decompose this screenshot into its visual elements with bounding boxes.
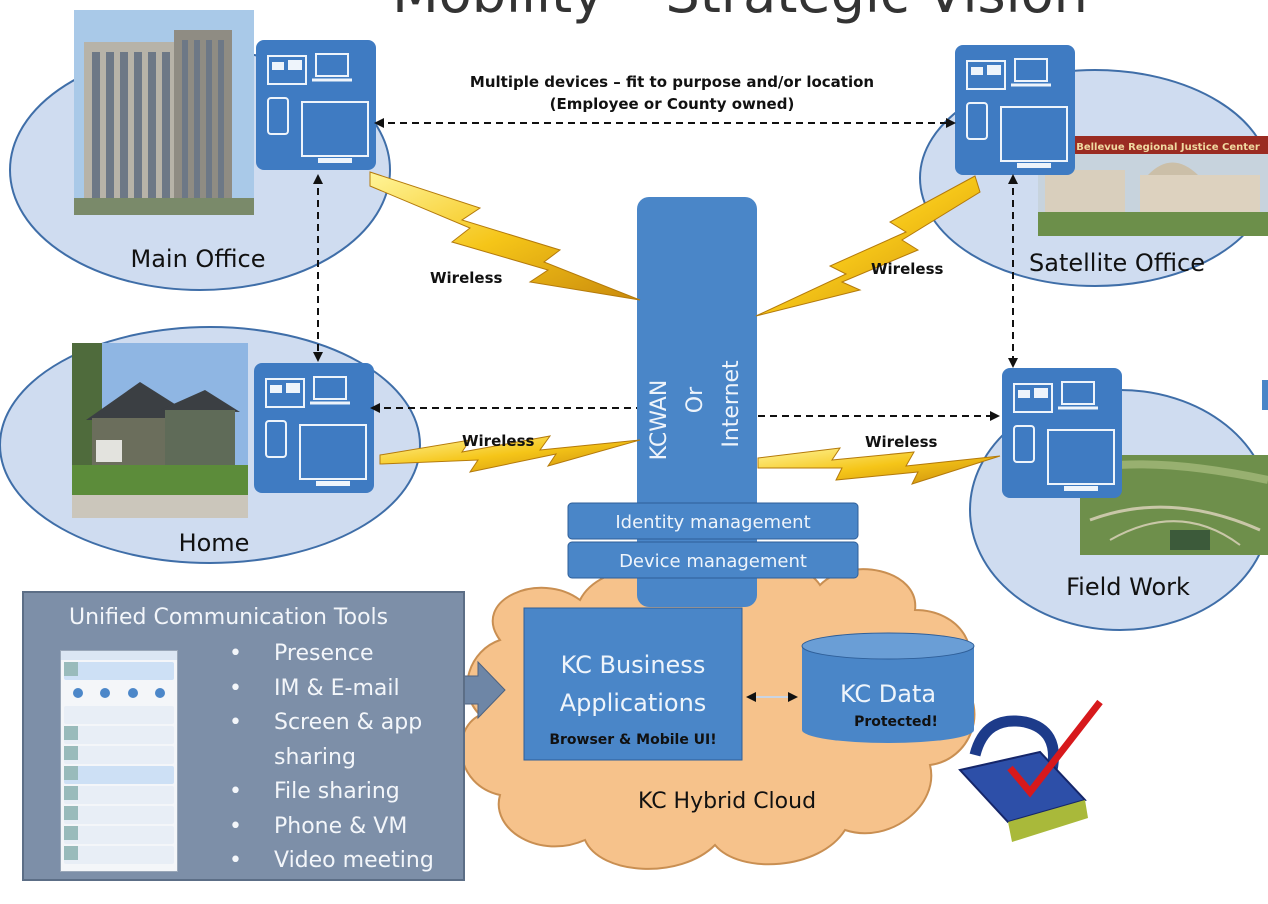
padlock-check-icon [958, 699, 1103, 842]
wireless-label-main-office: Wireless [430, 269, 503, 287]
top-note-line2: (Employee or County owned) [550, 95, 795, 113]
lync-contact-row [64, 746, 174, 764]
business-applications-title-1: KC Business [561, 651, 706, 679]
main-office-photo [74, 10, 254, 215]
device-cluster-home [252, 361, 376, 495]
device-cluster-field-work [1000, 366, 1124, 500]
top-note-line1: Multiple devices – fit to purpose and/or… [470, 73, 874, 91]
page-title: Mobility – Strategic Vision [392, 0, 1088, 25]
lync-contact-row [64, 846, 174, 864]
wireless-label-satellite-office: Wireless [871, 260, 944, 278]
network-label-or: Or [683, 386, 708, 413]
tools-title: Unified Communication Tools [69, 605, 389, 630]
business-applications-subtitle: Browser & Mobile UI! [549, 732, 716, 748]
device-cluster-satellite-office [953, 43, 1077, 177]
tools-item: Phone & VM [229, 810, 464, 845]
tools-item: IM & E-mail [229, 672, 464, 707]
lync-client-screenshot [60, 650, 178, 872]
lync-status-row [64, 662, 174, 680]
lync-contact-row [64, 766, 174, 784]
satellite-office-photo: Bellevue Regional Justice Center [1038, 136, 1268, 236]
home-photo [72, 343, 248, 518]
device-management-label: Device management [619, 551, 807, 572]
device-cluster-main-office [254, 38, 378, 172]
kc-data-title: KC Data [840, 680, 936, 708]
label-satellite-office: Satellite Office [1029, 249, 1205, 277]
lync-contact-row [64, 806, 174, 824]
lync-title-bar [61, 651, 177, 660]
lightning-home [379, 435, 641, 473]
satellite-banner: Bellevue Regional Justice Center [1076, 142, 1260, 153]
lync-contact-row [64, 826, 174, 844]
label-main-office: Main Office [131, 245, 266, 273]
lync-contact-row [64, 726, 174, 744]
tools-item: Video meeting [229, 844, 464, 879]
tools-item: File sharing [229, 775, 464, 810]
lightning-field-work [757, 447, 1001, 485]
lync-contact-row [64, 786, 174, 804]
wireless-label-home: Wireless [462, 432, 535, 450]
identity-management-bar [567, 502, 859, 540]
lightning-main-office [369, 171, 641, 301]
network-label-kcwan: KCWAN [647, 380, 672, 461]
tools-list: Presence IM & E-mail Screen & app sharin… [229, 637, 464, 879]
kc-data-subtitle: Protected! [854, 714, 938, 730]
tools-item: Presence [229, 637, 464, 672]
lync-search-row [64, 706, 174, 724]
network-label-internet: Internet [719, 360, 744, 448]
unified-communication-panel: Unified Communication Tools Presence IM … [22, 591, 465, 881]
label-home: Home [179, 529, 250, 557]
tools-item: Screen & app sharing [229, 706, 464, 775]
identity-management-label: Identity management [615, 512, 810, 533]
label-field-work: Field Work [1066, 573, 1190, 601]
business-applications-title-2: Applications [560, 689, 707, 717]
device-management-bar [567, 541, 859, 579]
kc-data-cylinder [801, 632, 975, 743]
wireless-label-field-work: Wireless [865, 433, 938, 451]
edge-marker [1262, 380, 1268, 410]
lightning-satellite-office [755, 175, 981, 317]
lync-toolbar [64, 683, 174, 703]
business-applications-box [523, 607, 743, 761]
hybrid-cloud-label: KC Hybrid Cloud [638, 789, 816, 814]
